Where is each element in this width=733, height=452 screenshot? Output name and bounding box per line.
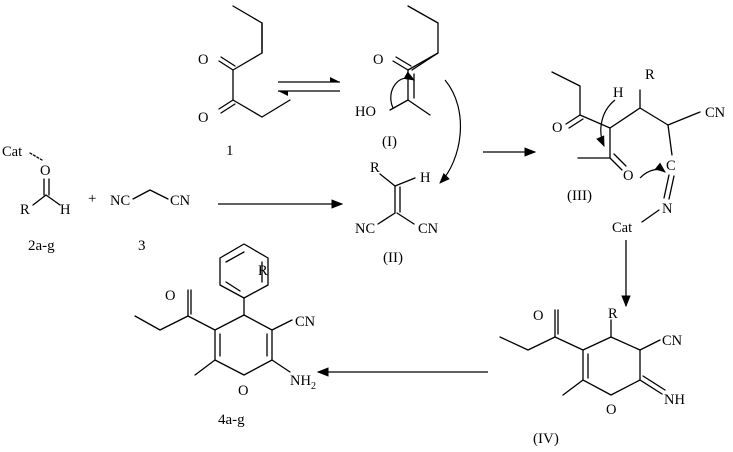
intermediate-3-c: C: [666, 158, 676, 174]
intermediate-4-label: (IV): [533, 431, 559, 447]
product-4-r: R: [258, 263, 268, 279]
intermediate-4-cn: CN: [662, 333, 683, 349]
intermediate-3-structure: O H R CN O C N Cat (III): [551, 67, 726, 236]
equilibrium-arrows: [278, 77, 340, 96]
plus-sign: +: [88, 191, 96, 207]
compound-1-ester-o: O: [198, 52, 208, 68]
intermediate-1-label: (I): [382, 134, 397, 150]
product-4-ester-o: O: [165, 288, 175, 304]
intermediate-3-n: N: [662, 201, 673, 217]
intermediate-2-h: H: [420, 170, 431, 186]
compound-3-label: 3: [138, 238, 146, 254]
compound-3-structure: NC CN 3: [110, 189, 191, 254]
intermediate-2-cn: CN: [418, 221, 439, 237]
product-4-structure: R CN O O NH2 4a-g: [134, 243, 316, 428]
intermediate-4-r: R: [608, 306, 618, 322]
compound-1-label: 1: [226, 143, 234, 159]
compound-2-r: R: [20, 202, 30, 218]
intermediate-3-label: (III): [567, 188, 592, 204]
intermediate-3-r: R: [645, 67, 655, 83]
compound-3-nc: NC: [110, 193, 130, 209]
intermediate-3-keto-o: O: [623, 168, 633, 184]
product-4-cn: CN: [295, 314, 316, 330]
intermediate-2-nc: NC: [355, 221, 375, 237]
intermediate-2-r: R: [370, 160, 380, 176]
intermediate-4-structure: R CN O O NH (IV): [499, 306, 685, 447]
intermediate-4-ring-o: O: [606, 402, 616, 418]
product-4-nh: NH2: [290, 373, 316, 392]
intermediate-2-structure: R H NC CN (II): [355, 160, 439, 266]
product-4-ring-o: O: [238, 383, 248, 399]
compound-2-structure: Cat O R H 2a-g: [2, 144, 71, 254]
compound-1-keto-o: O: [198, 110, 208, 126]
compound-2-h: H: [60, 202, 71, 218]
compound-1-structure: O O 1: [198, 5, 291, 159]
intermediate-3-cat: Cat: [612, 220, 632, 236]
compound-2-o: O: [40, 163, 50, 179]
intermediate-3-h: H: [613, 85, 624, 101]
intermediate-4-ester-o: O: [533, 308, 543, 324]
intermediate-4-nh: NH: [664, 392, 685, 408]
intermediate-1-structure: O HO (I): [355, 5, 439, 150]
intermediate-3-ester-o: O: [552, 120, 562, 136]
intermediate-1-ester-o: O: [373, 52, 383, 68]
intermediate-1-ho: HO: [355, 104, 376, 120]
curly-arrow-i-to-ii: [439, 79, 462, 184]
product-4-label: 4a-g: [218, 412, 245, 428]
intermediate-2-label: (II): [383, 250, 403, 266]
compound-2-cat: Cat: [2, 144, 22, 160]
compound-3-cn: CN: [170, 193, 191, 209]
intermediate-3-cn: CN: [705, 105, 726, 121]
compound-2-label: 2a-g: [28, 238, 55, 254]
